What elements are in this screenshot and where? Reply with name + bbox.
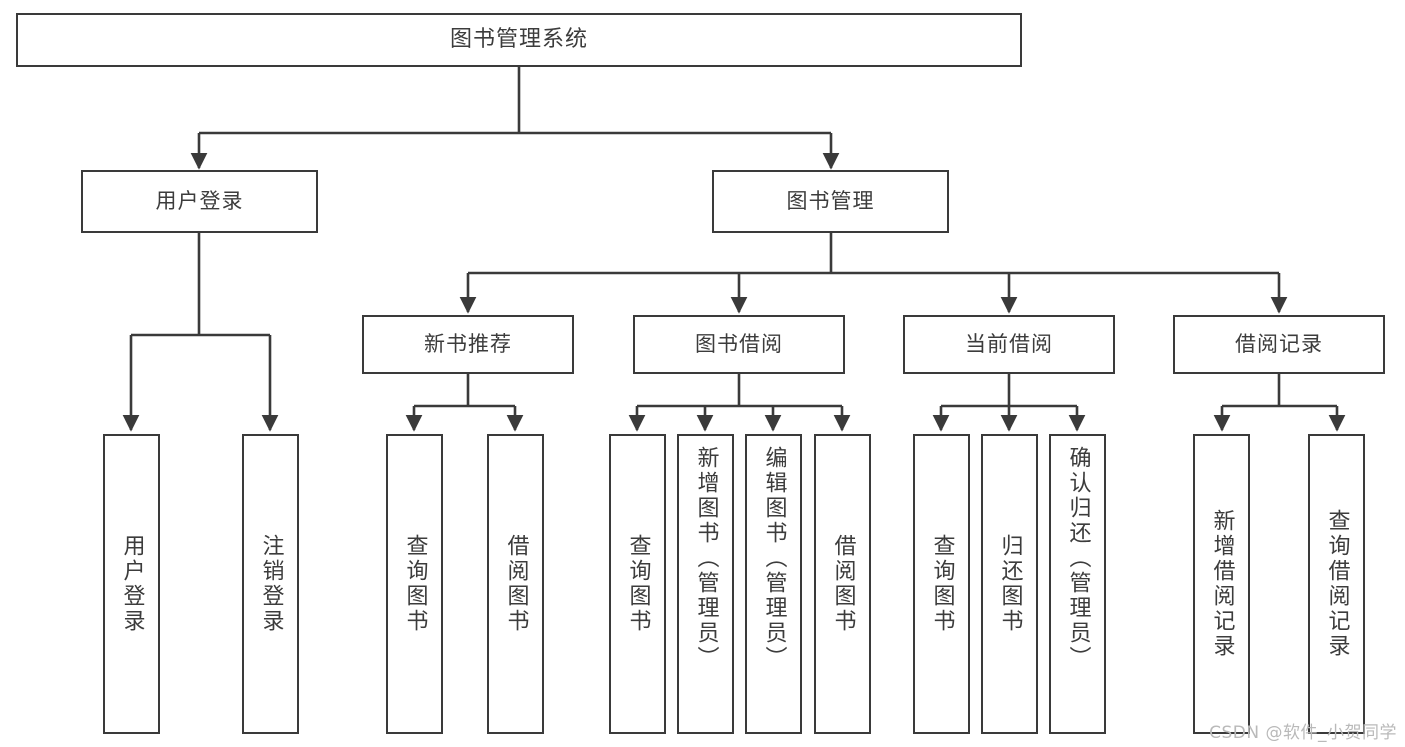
- leaf-current-borrow-confirm-return-admin[interactable]: 确认归还（管理员）: [1049, 434, 1106, 734]
- node-label: 注销登录: [258, 534, 284, 634]
- node-label: 新书推荐: [424, 332, 512, 357]
- leaf-book-borrow-add-book-admin[interactable]: 新增图书（管理员）: [677, 434, 734, 734]
- node-label: 图书管理: [786, 189, 875, 214]
- watermark-text: CSDN @软件_小贺同学: [1209, 723, 1397, 743]
- node-label: 用户登录: [155, 189, 244, 214]
- leaf-book-borrow-edit-book-admin[interactable]: 编辑图书（管理员）: [745, 434, 802, 734]
- leaf-borrow-record-add-record[interactable]: 新增借阅记录: [1193, 434, 1250, 734]
- leaf-user-login-signout[interactable]: 注销登录: [242, 434, 299, 734]
- leaf-book-borrow-borrow-books[interactable]: 借阅图书: [814, 434, 871, 734]
- leaf-book-borrow-query-books[interactable]: 查询图书: [609, 434, 666, 734]
- node-label: 编辑图书（管理员）: [761, 446, 787, 671]
- node-label: 借阅图书: [830, 534, 856, 634]
- node-label: 新增借阅记录: [1209, 509, 1235, 659]
- node-label: 图书借阅: [695, 332, 783, 357]
- node-new-book-recommendation[interactable]: 新书推荐: [362, 315, 574, 374]
- node-label: 查询图书: [402, 534, 428, 634]
- node-label: 确认归还（管理员）: [1065, 446, 1091, 671]
- node-current-borrowing[interactable]: 当前借阅: [903, 315, 1115, 374]
- leaf-new-book-borrow-books[interactable]: 借阅图书: [487, 434, 544, 734]
- node-book-management[interactable]: 图书管理: [712, 170, 949, 233]
- node-label: 用户登录: [119, 534, 145, 634]
- node-label: 查询图书: [929, 534, 955, 634]
- node-label: 查询借阅记录: [1324, 509, 1350, 659]
- leaf-borrow-record-query-record[interactable]: 查询借阅记录: [1308, 434, 1365, 734]
- node-book-management-system[interactable]: 图书管理系统: [16, 13, 1022, 67]
- node-user-login[interactable]: 用户登录: [81, 170, 318, 233]
- node-label: 借阅记录: [1235, 332, 1323, 357]
- leaf-new-book-query-books[interactable]: 查询图书: [386, 434, 443, 734]
- node-borrowing-record[interactable]: 借阅记录: [1173, 315, 1385, 374]
- node-label: 新增图书（管理员）: [693, 446, 719, 671]
- node-label: 查询图书: [625, 534, 651, 634]
- node-label: 图书管理系统: [449, 27, 588, 53]
- node-label: 当前借阅: [965, 332, 1053, 357]
- node-label: 归还图书: [997, 534, 1023, 634]
- leaf-user-login-signin[interactable]: 用户登录: [103, 434, 160, 734]
- node-label: 借阅图书: [503, 534, 529, 634]
- leaf-current-borrow-return-books[interactable]: 归还图书: [981, 434, 1038, 734]
- leaf-current-borrow-query-books[interactable]: 查询图书: [913, 434, 970, 734]
- node-book-borrowing[interactable]: 图书借阅: [633, 315, 845, 374]
